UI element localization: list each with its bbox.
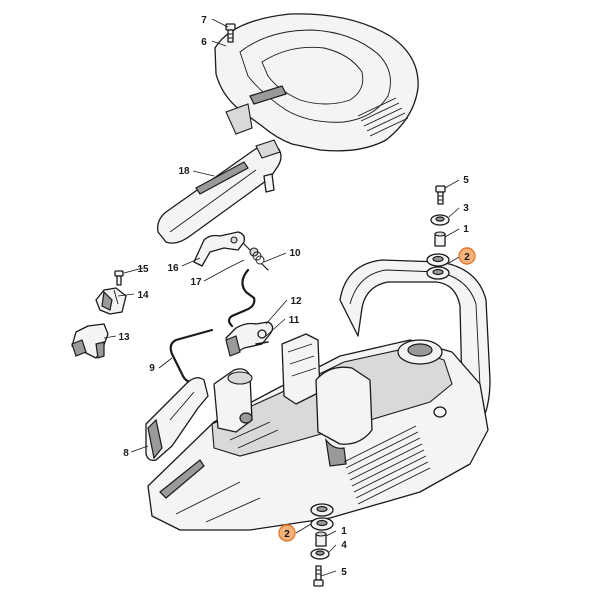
callout-13[interactable]: 13 <box>118 332 130 343</box>
part-14-bracket[interactable] <box>95 287 127 315</box>
main-engine-housing <box>147 259 491 531</box>
part-10-throttle-rod[interactable] <box>227 268 256 328</box>
part-3-washer[interactable] <box>430 214 450 226</box>
callout-11[interactable]: 11 <box>289 315 300 326</box>
callout-1-bottom[interactable]: 1 <box>341 526 347 537</box>
leader-lines <box>103 18 460 577</box>
part-11-pin[interactable] <box>255 341 269 345</box>
av-mount-top-stack <box>426 185 450 280</box>
part-5-top-screw[interactable] <box>435 185 446 205</box>
part-4-washer[interactable] <box>310 548 330 560</box>
callout-4[interactable]: 4 <box>341 540 347 551</box>
callout-16[interactable]: 16 <box>167 263 179 274</box>
part-1-top-sleeve[interactable] <box>434 231 446 247</box>
callout-15[interactable]: 15 <box>137 264 149 275</box>
callout-8[interactable]: 8 <box>123 448 129 459</box>
callout-14[interactable]: 14 <box>137 290 149 301</box>
part-2-top-av-element[interactable] <box>426 253 450 280</box>
cooling-fins <box>343 425 431 505</box>
callout-2-top[interactable]: 2 <box>464 252 470 263</box>
part-8-side-panel[interactable] <box>145 377 209 462</box>
callout-6[interactable]: 6 <box>201 37 207 48</box>
part-9-linkage-wire[interactable] <box>169 328 214 384</box>
housing-vent-slots <box>357 97 409 137</box>
callout-7[interactable]: 7 <box>201 15 207 26</box>
part-16-trigger-lever[interactable] <box>193 231 246 267</box>
part-1-bottom-sleeve[interactable] <box>315 531 327 547</box>
callout-17[interactable]: 17 <box>190 277 202 288</box>
callout-2-bottom[interactable]: 2 <box>284 529 290 540</box>
highlight-ring-top <box>458 247 476 265</box>
part-13-guide[interactable] <box>71 323 109 359</box>
part-6-handle-housing[interactable] <box>214 13 419 152</box>
part-7-screw[interactable] <box>225 23 236 43</box>
highlight-ring-bottom <box>278 524 296 542</box>
callout-9[interactable]: 9 <box>149 363 155 374</box>
part-2-bottom-av-element[interactable] <box>310 503 334 531</box>
callout-5-top[interactable]: 5 <box>463 175 469 186</box>
callout-18[interactable]: 18 <box>178 166 190 177</box>
callout-12[interactable]: 12 <box>290 296 302 307</box>
part-5-bottom-screw[interactable] <box>313 565 324 587</box>
callout-labels: 7 6 18 16 17 10 15 14 13 12 11 9 8 5 3 1… <box>118 15 470 578</box>
part-18-rear-handle[interactable] <box>157 139 282 244</box>
callout-1-top[interactable]: 1 <box>463 224 469 235</box>
callout-3[interactable]: 3 <box>463 203 469 214</box>
part-17-spring[interactable] <box>243 243 269 271</box>
av-mount-bottom-stack <box>310 503 334 587</box>
callout-5-bottom[interactable]: 5 <box>341 567 347 578</box>
part-15-screw[interactable] <box>114 270 124 286</box>
callout-10[interactable]: 10 <box>289 248 301 259</box>
part-12-lever[interactable] <box>225 321 274 357</box>
